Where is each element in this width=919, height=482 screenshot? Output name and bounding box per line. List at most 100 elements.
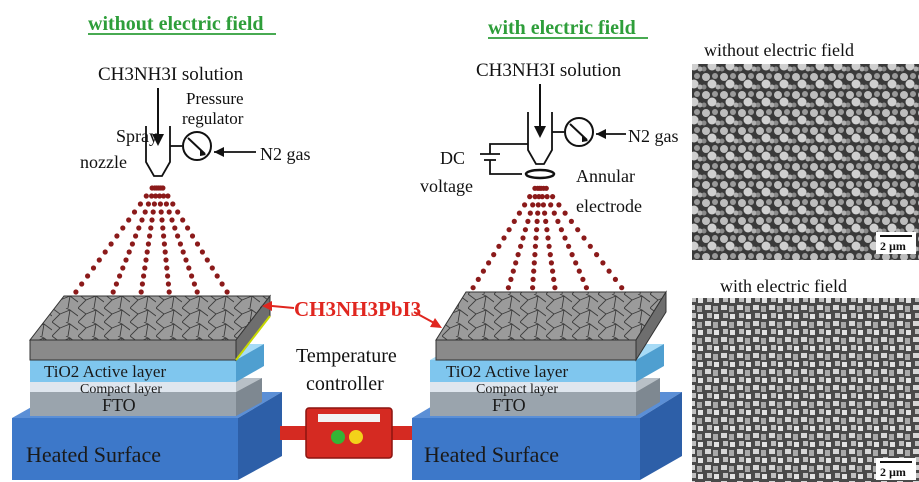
controller-green-light-icon [331,430,345,444]
spray-droplet [85,273,91,279]
left-substrate-stack: Heated Surface FTO Compact layer TiO2 Ac… [12,294,282,480]
spray-droplet [556,202,562,208]
right-compact-label: Compact layer [476,382,558,397]
left-nozzle-label-1: Spray [116,126,158,146]
spray-droplet [204,257,210,263]
spray-droplet [530,202,536,208]
spray-droplet [149,193,155,199]
left-spray-pattern [67,185,235,303]
spray-droplet [533,235,539,241]
spray-droplet [160,185,166,191]
left-regulator-label-1: Pressure [186,89,244,108]
spray-droplet [520,235,526,241]
left-perovskite-film-top [28,295,272,341]
spray-droplet [145,241,151,247]
spray-droplet [175,233,181,239]
spray-droplet [143,257,149,263]
spray-droplet [141,273,147,279]
spray-droplet [486,260,492,266]
right-gas-label: N2 gas [628,126,679,146]
micrograph-bottom-scale: 2 µm [876,458,916,480]
spray-droplet [170,201,176,207]
spray-droplet [535,202,541,208]
electrode-label-2: electrode [576,196,642,216]
spray-droplet [144,249,150,255]
spray-droplet [150,209,156,215]
spray-droplet [175,209,181,215]
spray-droplet [515,252,521,258]
spray-droplet [545,235,551,241]
annular-electrode [524,168,556,180]
spray-droplet [508,276,514,282]
spray-droplet [516,210,523,216]
spray-droplet [547,252,553,258]
left-active-label: TiO2 Active layer [44,362,166,381]
spray-droplet [224,289,230,295]
spray-droplet [186,265,192,271]
left-active-layer [30,360,236,382]
spray-droplet [209,265,215,271]
spray-droplet [534,218,540,224]
spray-droplet [580,276,586,282]
spray-droplet [510,268,516,274]
spray-droplet [166,289,172,295]
left-perovskite-film [29,339,237,361]
micrograph-top-title: without electric field [704,40,854,60]
spray-droplet [551,276,557,282]
spray-droplet [568,218,575,224]
spray-droplet [552,285,558,291]
spray-droplet [531,268,537,274]
spray-droplet [73,289,79,295]
spray-droplet [120,225,126,231]
spray-droplet [505,285,511,291]
spray-droplet [189,273,195,279]
spray-droplet [575,227,581,233]
spray-droplet [534,227,540,233]
right-heading: with electric field [488,17,636,39]
spray-droplet [562,210,568,216]
spray-droplet [550,268,556,274]
perovskite-arrow-left [271,305,295,309]
spray-droplet [158,209,164,215]
spray-droplet [161,233,167,239]
spray-droplet [214,273,220,279]
dc-label-1: DC [440,148,465,168]
spray-droplet [149,217,155,223]
spray-droplet [518,243,524,249]
left-fto-label: FTO [102,395,136,415]
spray-droplet [544,194,550,200]
micrograph-bottom-image [692,298,919,482]
temperature-controller [280,407,420,459]
spray-droplet [166,209,172,215]
spray-droplet [96,257,102,263]
left-heated-surface-label: Heated Surface [26,442,161,467]
spray-droplet [164,265,170,271]
spray-droplet [136,225,142,231]
left-heated-surface [12,418,238,480]
spray-droplet [548,202,554,208]
spray-droplet [108,241,114,247]
spray-droplet [619,285,625,291]
spray-droplet [79,281,85,287]
spray-droplet [131,209,138,215]
spray-droplet [480,268,486,274]
spray-droplet [581,235,587,241]
spray-droplet [542,210,548,216]
spray-droplet [506,227,512,233]
spray-droplet [142,209,148,215]
perovskite-arrow-right [413,311,437,325]
spray-droplet [566,243,572,249]
spray-droplet [180,249,186,255]
dc-label-2: voltage [420,176,473,196]
spray-droplet [189,233,196,239]
right-fto-label: FTO [492,395,526,415]
spray-droplet [151,201,157,207]
left-heading: without electric field [88,13,264,35]
spray-droplet [177,241,183,247]
spray-droplet [120,265,126,271]
spray-droplet [137,201,143,207]
spray-droplet [522,227,529,233]
right-heated-surface-label: Heated Surface [424,442,559,467]
spray-droplet [163,201,169,207]
